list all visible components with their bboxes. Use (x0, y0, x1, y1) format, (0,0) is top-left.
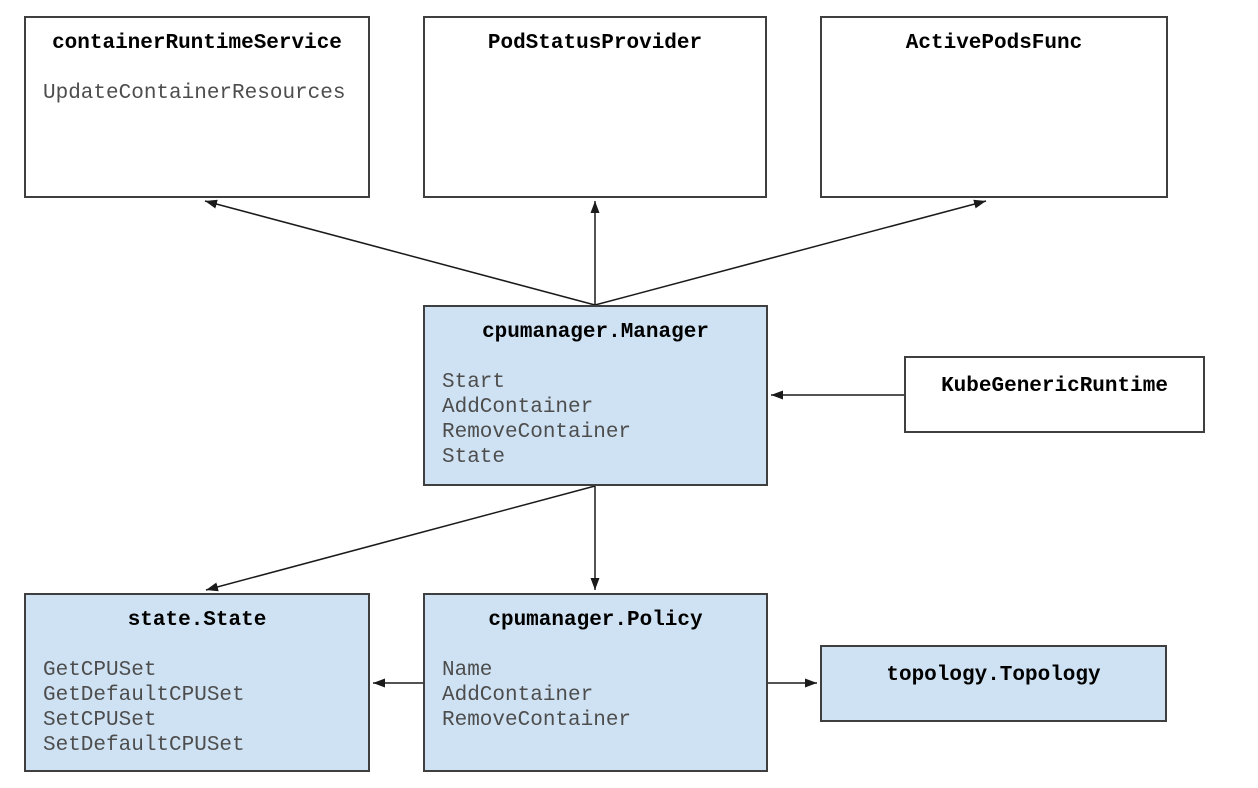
node-title: cpumanager.Policy (488, 609, 703, 632)
node-container-runtime-service: containerRuntimeService UpdateContainerR… (24, 16, 370, 198)
edge-manager-to-state (205, 485, 596, 592)
node-member: Name (442, 659, 493, 682)
node-member: UpdateContainerResources (43, 82, 346, 105)
node-member: GetCPUSet (43, 659, 157, 682)
node-kube-generic-runtime: KubeGenericRuntime (904, 356, 1205, 433)
node-title: topology.Topology (886, 663, 1101, 687)
node-title: PodStatusProvider (487, 32, 703, 55)
edge-manager-to-container-runtime-service (204, 199, 596, 306)
node-member: GetDefaultCPUSet (43, 684, 245, 707)
node-title: ActivePodsFunc (905, 32, 1083, 55)
edge-manager-to-active-pods-func (594, 199, 987, 306)
node-member-list: Start AddContainer RemoveContainer State (425, 370, 766, 470)
node-member: State (442, 446, 506, 469)
node-member: AddContainer (442, 396, 594, 419)
node-cpumanager-policy: cpumanager.Policy Name AddContainer Remo… (423, 593, 768, 772)
node-state-state: state.State GetCPUSet GetDefaultCPUSet S… (24, 593, 370, 772)
node-member: RemoveContainer (442, 709, 632, 732)
node-topology-topology: topology.Topology (820, 645, 1167, 722)
node-title: cpumanager.Manager (482, 321, 709, 344)
node-member-list: GetCPUSet GetDefaultCPUSet SetCPUSet Set… (26, 658, 368, 758)
node-member: Start (442, 371, 506, 394)
node-active-pods-func: ActivePodsFunc (820, 16, 1168, 198)
node-member: RemoveContainer (442, 421, 632, 444)
node-member: SetDefaultCPUSet (43, 734, 245, 757)
node-pod-status-provider: PodStatusProvider (423, 16, 767, 198)
node-title: state.State (127, 609, 267, 632)
node-member: AddContainer (442, 684, 594, 707)
node-member-list: UpdateContainerResources (26, 81, 368, 106)
node-cpumanager-manager: cpumanager.Manager Start AddContainer Re… (423, 305, 768, 486)
node-member-list: Name AddContainer RemoveContainer (425, 658, 766, 733)
node-title: KubeGenericRuntime (941, 374, 1168, 398)
node-member: SetCPUSet (43, 709, 157, 732)
node-title: containerRuntimeService (52, 32, 342, 55)
